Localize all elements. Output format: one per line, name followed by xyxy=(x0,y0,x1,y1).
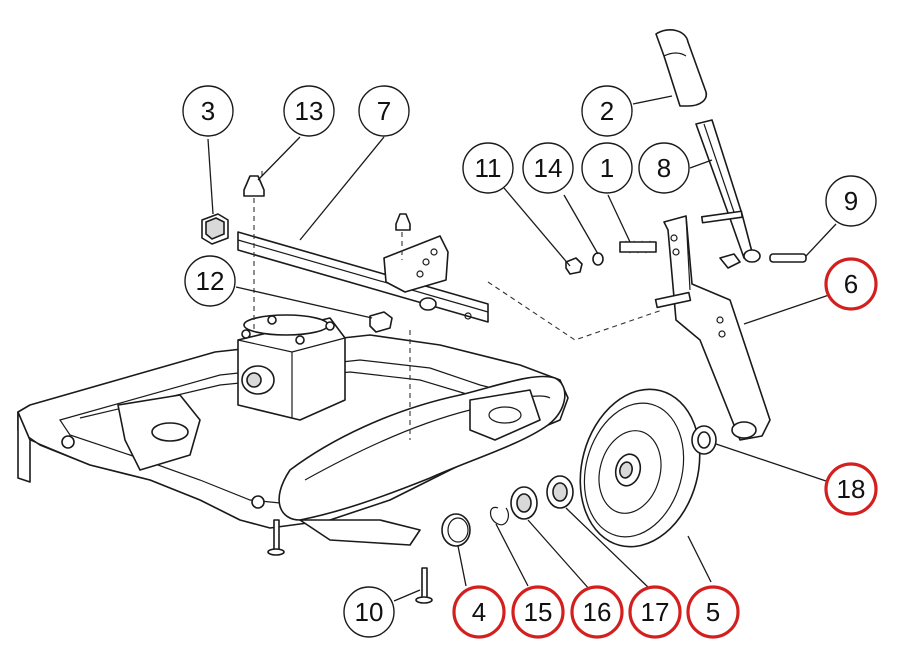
callout-11: 11 xyxy=(462,142,514,194)
callout-circle xyxy=(638,142,690,194)
callout-number: 14 xyxy=(534,153,563,183)
callout-circle xyxy=(358,85,410,137)
callouts: 3 13 7 2 11 14 1 8 9 6 12 18 10 4 15 16 … xyxy=(182,85,878,639)
callout-number: 3 xyxy=(201,96,215,126)
callout-12: 12 xyxy=(184,255,236,307)
callout-circle xyxy=(570,585,624,639)
callout-circle xyxy=(283,85,335,137)
cap-part-3 xyxy=(201,213,229,245)
assembly-lines xyxy=(253,170,663,440)
callout-number: 15 xyxy=(524,597,553,627)
callout-number: 5 xyxy=(706,597,720,627)
handle-grip-part-2 xyxy=(655,29,708,107)
cap-nut-part-13 xyxy=(243,175,411,231)
washer-part-18 xyxy=(691,425,717,455)
callout-number: 10 xyxy=(355,597,384,627)
callout-number: 2 xyxy=(600,96,614,126)
callout-4: 4 xyxy=(452,585,506,639)
callout-17: 17 xyxy=(628,585,682,639)
callout-9: 9 xyxy=(825,175,877,227)
callout-circle xyxy=(581,142,633,194)
callout-circle xyxy=(824,257,878,311)
height-bracket-part-6 xyxy=(654,215,771,441)
leader-lines xyxy=(207,95,837,602)
callout-7: 7 xyxy=(358,85,410,137)
callout-6: 6 xyxy=(824,257,878,311)
callout-number: 12 xyxy=(196,266,225,296)
callout-number: 18 xyxy=(837,474,866,504)
callout-16: 16 xyxy=(570,585,624,639)
callout-number: 6 xyxy=(844,269,858,299)
callout-5: 5 xyxy=(686,585,740,639)
wheel-part-5 xyxy=(579,388,701,548)
callout-circle xyxy=(452,585,506,639)
bolt-part-10 xyxy=(267,519,433,604)
callout-2: 2 xyxy=(581,85,633,137)
bearing-part-16 xyxy=(510,486,538,520)
callout-number: 4 xyxy=(472,597,486,627)
callout-circle xyxy=(511,585,565,639)
callout-circle xyxy=(184,255,236,307)
callout-circle xyxy=(686,585,740,639)
height-lever-part-8 xyxy=(695,119,761,263)
callout-number: 1 xyxy=(600,153,614,183)
bearing-part-17 xyxy=(546,475,574,509)
washer-part-14 xyxy=(592,252,604,266)
hub-cap-part-4 xyxy=(441,513,471,547)
callout-number: 7 xyxy=(377,96,391,126)
callout-number: 17 xyxy=(641,597,670,627)
callout-18: 18 xyxy=(824,462,878,516)
callout-circle xyxy=(581,85,633,137)
callout-circle xyxy=(522,142,574,194)
callout-number: 16 xyxy=(583,597,612,627)
callout-circle xyxy=(462,142,514,194)
callout-circle xyxy=(343,586,395,638)
callout-15: 15 xyxy=(511,585,565,639)
callout-circle xyxy=(824,462,878,516)
callout-circle xyxy=(182,85,234,137)
nut-part-12 xyxy=(369,311,393,333)
callout-number: 11 xyxy=(475,153,502,183)
callout-circle xyxy=(825,175,877,227)
callout-14: 14 xyxy=(522,142,574,194)
callout-number: 9 xyxy=(844,186,858,216)
callout-circle xyxy=(628,585,682,639)
callout-number: 8 xyxy=(657,153,671,183)
callout-3: 3 xyxy=(182,85,234,137)
callout-number: 13 xyxy=(295,96,324,126)
spring-part-1 xyxy=(619,240,657,254)
callout-10: 10 xyxy=(343,586,395,638)
handle-frame-part-7 xyxy=(237,231,489,323)
mower-deck xyxy=(17,314,569,546)
callout-1: 1 xyxy=(581,142,633,194)
pin-part-9 xyxy=(719,253,807,269)
callout-8: 8 xyxy=(638,142,690,194)
nut-part-11 xyxy=(565,257,583,275)
callout-13: 13 xyxy=(283,85,335,137)
circlip-part-15 xyxy=(489,506,510,526)
